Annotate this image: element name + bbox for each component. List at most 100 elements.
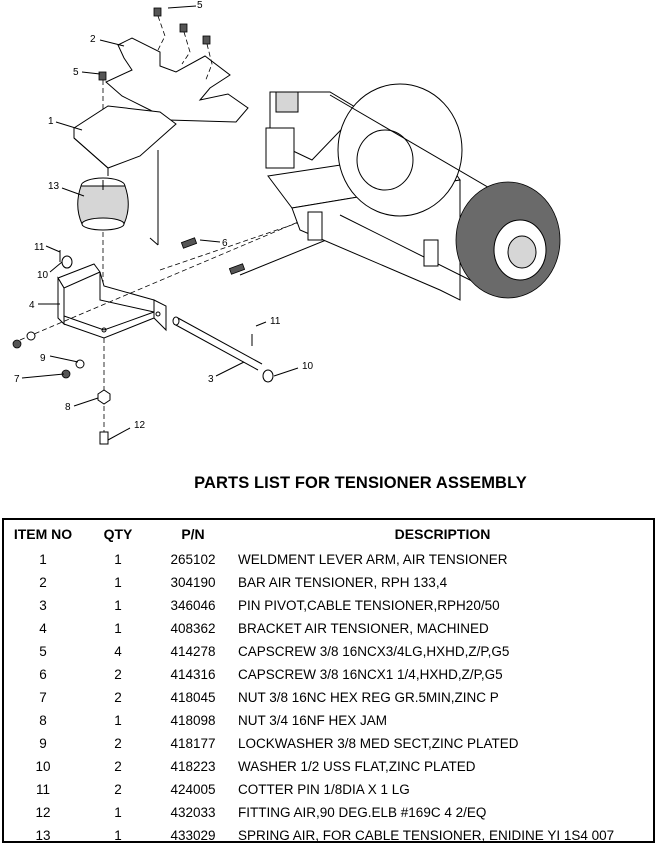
- cell-item-no: 9: [39, 736, 47, 751]
- callout-label: 10: [37, 270, 49, 281]
- cell-item-no: 8: [39, 713, 47, 728]
- callout-label: 9: [40, 353, 46, 364]
- cell-description: WELDMENT LEVER ARM, AIR TENSIONER: [238, 552, 508, 567]
- cell-pn: 408362: [170, 621, 216, 636]
- cell-pn: 433029: [170, 828, 216, 843]
- cell-qty: 2: [114, 736, 122, 751]
- cell-qty: 2: [114, 759, 122, 774]
- capscrew-top-group: [98, 7, 213, 112]
- cell-pn: 265102: [170, 552, 216, 567]
- cell-item-no: 5: [39, 644, 47, 659]
- cell-item-no: 11: [35, 782, 50, 797]
- table-header-row: ITEM NO QTY P/N DESCRIPTION: [4, 520, 653, 548]
- cell-description: CAPSCREW 3/8 16NCX3/4LG,HXHD,Z/P,G5: [238, 644, 510, 659]
- callout-label: 3: [208, 374, 214, 385]
- callout-label: 2: [90, 34, 96, 45]
- cell-description: WASHER 1/2 USS FLAT,ZINC PLATED: [238, 759, 476, 774]
- callout-label: 4: [29, 300, 35, 311]
- table-row: 11 2 424005 COTTER PIN 1/8DIA X 1 LG: [4, 778, 653, 801]
- cell-pn: 418177: [170, 736, 216, 751]
- lever-arm-plate: [73, 105, 177, 169]
- cell-qty: 1: [114, 575, 122, 590]
- cell-item-no: 3: [39, 598, 47, 613]
- exploded-assembly-diagram: 5 2 5 1 13 11 10 6 4 9 7 11 3 10 8 12: [12, 0, 561, 445]
- cell-pn: 414278: [170, 644, 216, 659]
- cell-description: NUT 3/8 16NC HEX REG GR.5MIN,ZINC P: [238, 690, 499, 705]
- cell-description: NUT 3/4 16NF HEX JAM: [238, 713, 388, 728]
- cell-pn: 418223: [170, 759, 216, 774]
- col-pn: P/N: [181, 526, 205, 542]
- cell-item-no: 13: [35, 828, 51, 843]
- table-row: 10 2 418223 WASHER 1/2 USS FLAT,ZINC PLATED: [4, 755, 653, 778]
- cell-item-no: 2: [39, 575, 47, 590]
- tensioner-bracket: [57, 263, 167, 400]
- cell-qty: 2: [114, 667, 122, 682]
- callout-label: 12: [134, 420, 146, 431]
- cell-qty: 4: [114, 644, 122, 659]
- cell-pn: 432033: [170, 805, 216, 820]
- winch-assembly: [265, 83, 561, 301]
- cell-description: BAR AIR TENSIONER, RPH 133,4: [238, 575, 448, 590]
- cell-pn: 304190: [170, 575, 216, 590]
- callout-label: 5: [197, 0, 203, 11]
- cell-qty: 1: [114, 713, 122, 728]
- cell-description: CAPSCREW 3/8 16NCX1 1/4,HXHD,Z/P,G5: [238, 667, 503, 682]
- cell-pn: 414316: [170, 667, 216, 682]
- parts-list-title: PARTS LIST FOR TENSIONER ASSEMBLY: [0, 474, 657, 493]
- cell-qty: 1: [114, 805, 122, 820]
- cell-description: COTTER PIN 1/8DIA X 1 LG: [238, 782, 410, 797]
- cell-qty: 1: [114, 598, 122, 613]
- callout-label: 11: [34, 242, 45, 253]
- cell-item-no: 6: [39, 667, 47, 682]
- table-row: 13 1 433029 SPRING AIR, FOR CABLE TENSIONER…: [4, 824, 653, 847]
- callout-label: 10: [302, 361, 314, 372]
- callout-numbers: 5 2 5 1 13 11 10 6 4 9 7 11 3 10 8 12: [14, 0, 314, 431]
- table-row: 3 1 346046 PIN PIVOT,CABLE TENSIONER,RPH20/…: [4, 594, 653, 617]
- table-row: 2 1 304190 BAR AIR TENSIONER, RPH 133,4: [4, 571, 653, 594]
- air-spring: [77, 177, 129, 290]
- cell-item-no: 4: [39, 621, 47, 636]
- callout-label: 11: [270, 316, 281, 327]
- cell-qty: 1: [114, 552, 122, 567]
- pivot-pin: [172, 316, 263, 371]
- table-row: 6 2 414316 CAPSCREW 3/8 16NCX1 1/4,HXHD,Z/P…: [4, 663, 653, 686]
- cell-description: LOCKWASHER 3/8 MED SECT,ZINC PLATED: [238, 736, 519, 751]
- callout-label: 6: [222, 238, 228, 249]
- cell-pn: 418045: [170, 690, 216, 705]
- col-item-no: ITEM NO: [13, 526, 73, 542]
- cell-item-no: 10: [35, 759, 51, 774]
- cell-pn: 418098: [170, 713, 216, 728]
- callout-label: 13: [48, 181, 60, 192]
- cell-item-no: 12: [35, 805, 51, 820]
- callout-leaders: [21, 5, 299, 441]
- callout-label: 8: [65, 402, 71, 413]
- cell-description: BRACKET AIR TENSIONER, MACHINED: [238, 621, 489, 636]
- cell-qty: 1: [114, 621, 122, 636]
- table-row: 1 1 265102 WELDMENT LEVER ARM, AIR TENSIONE…: [4, 548, 653, 571]
- callout-label: 1: [48, 116, 54, 127]
- cell-qty: 2: [114, 782, 122, 797]
- table-row: 4 1 408362 BRACKET AIR TENSIONER, MACHINED: [4, 617, 653, 640]
- cell-description: FITTING AIR,90 DEG.ELB #169C 4 2/EQ: [238, 805, 487, 820]
- cell-description: PIN PIVOT,CABLE TENSIONER,RPH20/50: [238, 598, 500, 613]
- table-row: 5 4 414278 CAPSCREW 3/8 16NCX3/4LG,HXHD,Z/P…: [4, 640, 653, 663]
- title-text: PARTS LIST FOR TENSIONER ASSEMBLY: [194, 474, 527, 492]
- cell-pn: 424005: [170, 782, 216, 797]
- table-row: 9 2 418177 LOCKWASHER 3/8 MED SECT,ZINC PLA…: [4, 732, 653, 755]
- cell-item-no: 1: [39, 552, 47, 567]
- cell-item-no: 7: [39, 690, 47, 705]
- cell-qty: 1: [114, 828, 122, 843]
- cell-qty: 2: [114, 690, 122, 705]
- table-row: 7 2 418045 NUT 3/8 16NC HEX REG GR.5MIN,ZIN…: [4, 686, 653, 709]
- callout-label: 5: [73, 67, 79, 78]
- col-qty: QTY: [103, 526, 133, 542]
- table-row: 8 1 418098 NUT 3/4 16NF HEX JAM: [4, 709, 653, 732]
- small-hardware: [12, 237, 274, 445]
- cell-description: SPRING AIR, FOR CABLE TENSIONER, ENIDINE…: [238, 828, 615, 843]
- cell-pn: 346046: [170, 598, 216, 613]
- callout-label: 7: [14, 374, 20, 385]
- table-row: 12 1 432033 FITTING AIR,90 DEG.ELB #169C 4 …: [4, 801, 653, 824]
- tension-bar-plate: [105, 37, 249, 123]
- col-description: DESCRIPTION: [394, 526, 491, 542]
